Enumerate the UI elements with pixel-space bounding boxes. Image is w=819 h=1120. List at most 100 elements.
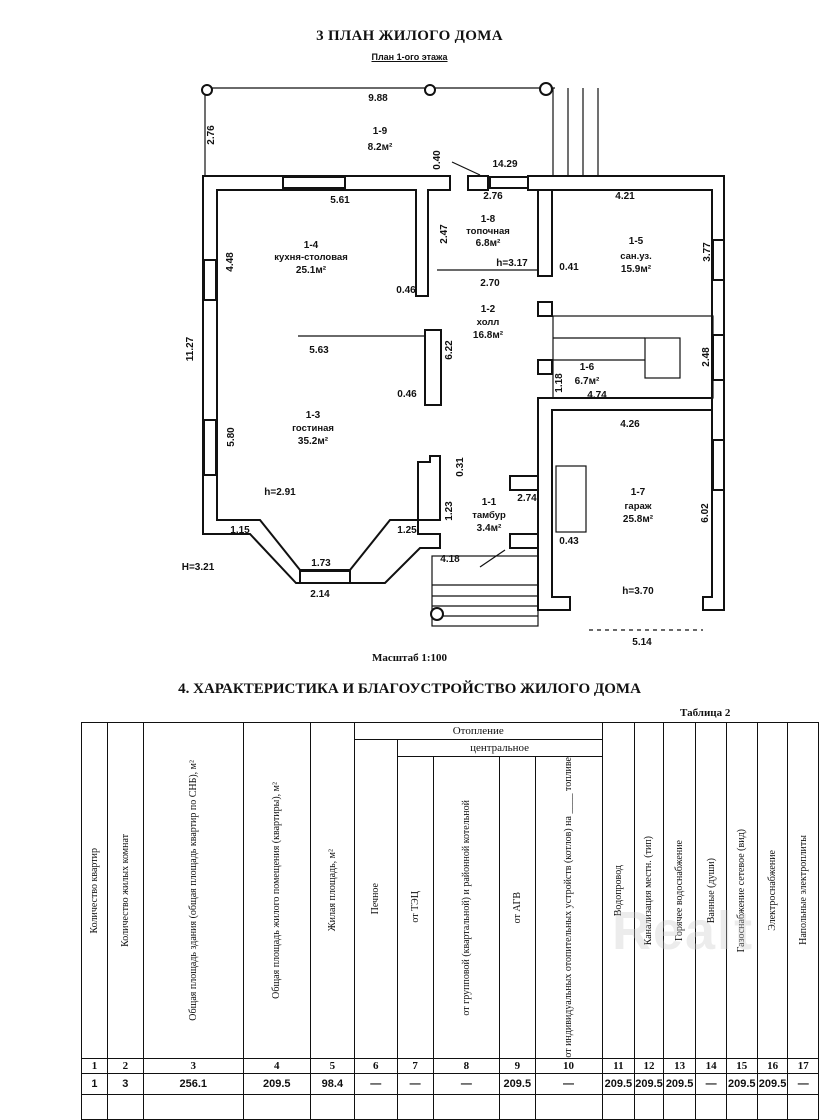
dimension: 5.14 bbox=[632, 637, 652, 648]
dimension: 1.15 bbox=[230, 525, 250, 536]
window bbox=[712, 439, 725, 491]
room-name: гостиная bbox=[292, 423, 334, 434]
column-icon bbox=[201, 84, 213, 96]
boiler-wall bbox=[537, 189, 553, 277]
column-header: от индивидуальных отопительных устройств… bbox=[534, 756, 603, 1059]
garage-wall bbox=[537, 397, 713, 611]
room-id: 1-8 bbox=[481, 214, 496, 225]
column-header: от АГВ bbox=[499, 756, 536, 1059]
pillar bbox=[467, 175, 489, 191]
column-header: от групповой (квартальной) и районной ко… bbox=[432, 756, 501, 1059]
table-number: Таблица 2 bbox=[680, 707, 731, 719]
dimension: 1.73 bbox=[311, 558, 331, 569]
dimension: 4.26 bbox=[620, 419, 640, 430]
dimension: 0.41 bbox=[559, 262, 579, 273]
column-header: Водопровод bbox=[601, 722, 636, 1059]
section-title-plan: 3 ПЛАН ЖИЛОГО ДОМА bbox=[316, 28, 503, 44]
dimension: 14.29 bbox=[492, 159, 517, 170]
pointer-line bbox=[451, 161, 481, 176]
column-header: Количество жилых комнат bbox=[106, 722, 144, 1059]
pointer-line bbox=[479, 549, 506, 568]
column-header: Напольные электроплиты bbox=[787, 722, 819, 1059]
room-area: 16.8м² bbox=[473, 330, 504, 341]
dimension: h=2.91 bbox=[264, 487, 296, 498]
section-title-table: 4. ХАРАКТЕРИСТИКА И БЛАГОУСТРОЙСТВО ЖИЛО… bbox=[178, 681, 641, 697]
column-header: Жилая площадь, м² bbox=[309, 722, 355, 1059]
column-icon bbox=[430, 607, 444, 621]
room-id: 1-2 bbox=[481, 304, 496, 315]
walls bbox=[202, 175, 725, 631]
column-header: Электроснабжение bbox=[756, 722, 789, 1059]
dimension: 2.70 bbox=[480, 278, 500, 289]
room-name: кухня-столовая bbox=[274, 252, 348, 263]
room-area: 8.2м² bbox=[368, 142, 393, 153]
tambour-wall bbox=[509, 475, 539, 491]
window bbox=[203, 259, 217, 301]
floor-plan: 1-9 8.2м² 1-8 топочная 6.8м² 1-4 кухня-с… bbox=[182, 82, 725, 648]
column-header: от ТЭЦ bbox=[396, 756, 434, 1059]
dimension: 11.27 bbox=[185, 336, 196, 361]
east-wall bbox=[527, 175, 725, 611]
column-numbers-row: 1 2 3 4 5 6 7 8 9 10 11 12 13 14 15 16 1… bbox=[81, 1057, 819, 1074]
dimension: 4.18 bbox=[440, 554, 460, 565]
room-area: 6.8м² bbox=[476, 238, 501, 249]
west-wall bbox=[202, 175, 451, 584]
dimension: 6.02 bbox=[700, 503, 711, 523]
room-area: 15.9м² bbox=[621, 264, 652, 275]
dimension: 4.74 bbox=[587, 390, 607, 401]
room-name: холл bbox=[477, 317, 500, 328]
porch-steps bbox=[431, 555, 539, 627]
table-row bbox=[81, 1093, 819, 1120]
room-area: 6.7м² bbox=[575, 376, 600, 387]
dimension: 4.48 bbox=[225, 252, 236, 272]
window bbox=[712, 239, 725, 281]
window bbox=[299, 570, 351, 584]
dimension: 0.31 bbox=[455, 457, 466, 477]
dimension: 0.46 bbox=[397, 389, 417, 400]
room-area: 3.4м² bbox=[477, 523, 502, 534]
room-id: 1-5 bbox=[629, 236, 644, 247]
room-id: 1-7 bbox=[631, 487, 646, 498]
landing bbox=[644, 337, 681, 379]
dimension: 1.23 bbox=[444, 501, 455, 521]
room-id: 1-6 bbox=[580, 362, 595, 373]
newel-post bbox=[537, 301, 553, 317]
dimension: 2.14 bbox=[310, 589, 330, 600]
window bbox=[489, 176, 529, 189]
room-id: 1-3 bbox=[306, 410, 321, 421]
dimension: 1.18 bbox=[554, 373, 565, 393]
room-id: 1-1 bbox=[482, 497, 497, 508]
watermark: Realt bbox=[612, 901, 755, 961]
group-header-heating: Отопление bbox=[353, 722, 603, 740]
dimension: 6.22 bbox=[444, 340, 455, 360]
column-header: Общая площадь здания (общая площадь квар… bbox=[142, 722, 244, 1059]
dimension: 4.21 bbox=[615, 191, 635, 202]
dimension: 2.74 bbox=[517, 493, 537, 504]
column-icon bbox=[539, 82, 553, 96]
scale-label: Масштаб 1:100 bbox=[371, 652, 447, 664]
room-area: 25.1м² bbox=[296, 265, 327, 276]
column-header: Общая площадь жилого помещения (квартиры… bbox=[242, 722, 311, 1059]
column-header: Ванные (души) bbox=[695, 722, 727, 1059]
room-name: топочная bbox=[466, 226, 510, 237]
room-id: 1-4 bbox=[304, 240, 319, 251]
dimension: 5.63 bbox=[309, 345, 329, 356]
dimension: 2.76 bbox=[206, 125, 217, 145]
room-id: 1-9 bbox=[373, 126, 388, 137]
floor-title: План 1-ого этажа bbox=[371, 52, 448, 62]
dimension: H=3.21 bbox=[182, 562, 215, 573]
dimension: h=3.70 bbox=[622, 586, 654, 597]
dimension: 0.43 bbox=[559, 536, 579, 547]
column-header: Горячее водоснабжение bbox=[662, 722, 697, 1059]
newel-post bbox=[537, 359, 553, 375]
dimension: 1.25 bbox=[397, 525, 417, 536]
group-header-central: центральное bbox=[396, 739, 603, 757]
room-area: 35.2м² bbox=[298, 436, 329, 447]
dimension: 3.77 bbox=[702, 242, 713, 262]
window bbox=[203, 419, 217, 476]
room-name: гараж bbox=[624, 501, 651, 512]
dimension-labels: 9.88 2.76 0.40 14.29 5.61 2.76 4.21 2.47… bbox=[182, 93, 713, 648]
dimension: 0.40 bbox=[432, 150, 443, 170]
terrace bbox=[201, 82, 599, 176]
column-header: Газоснабжение сетевое (вид) bbox=[725, 722, 758, 1059]
